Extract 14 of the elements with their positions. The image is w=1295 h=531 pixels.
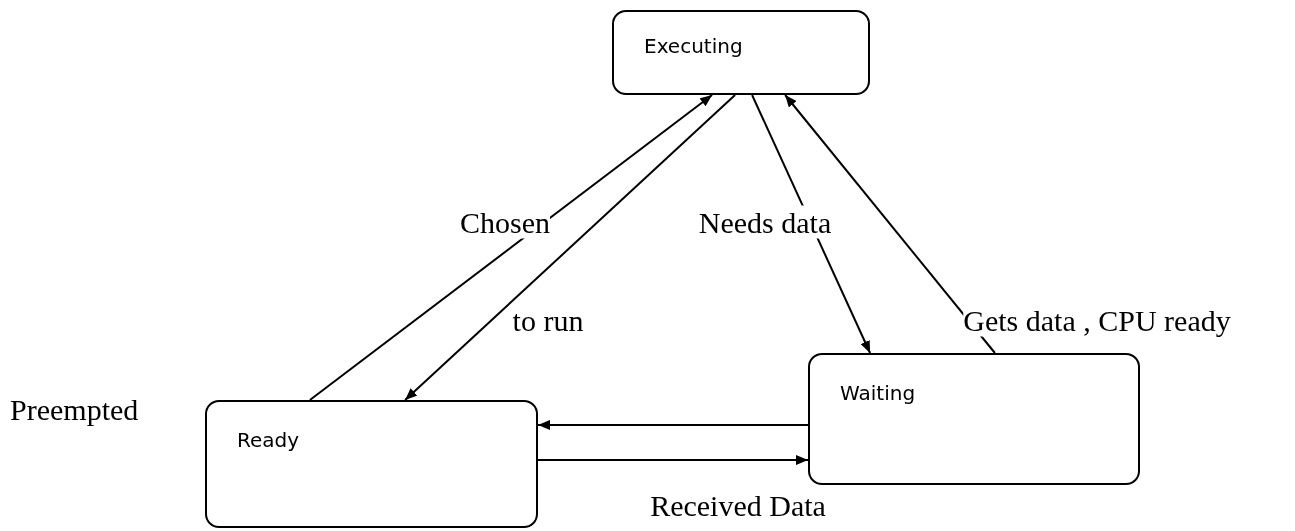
state-name: Ready	[237, 428, 300, 452]
arrow	[537, 419, 809, 430]
state-box	[612, 10, 870, 95]
state-box	[808, 353, 1140, 485]
arrow	[404, 94, 737, 401]
arrow	[308, 94, 714, 401]
arrow	[537, 455, 809, 466]
arrow	[784, 94, 996, 354]
state-box	[205, 400, 538, 528]
edge-label: Needs data	[698, 205, 832, 239]
arrow	[751, 94, 872, 354]
state-name: Waiting	[840, 381, 916, 405]
transition-label: Preempted	[10, 393, 139, 427]
state-name: Executing	[644, 34, 743, 58]
